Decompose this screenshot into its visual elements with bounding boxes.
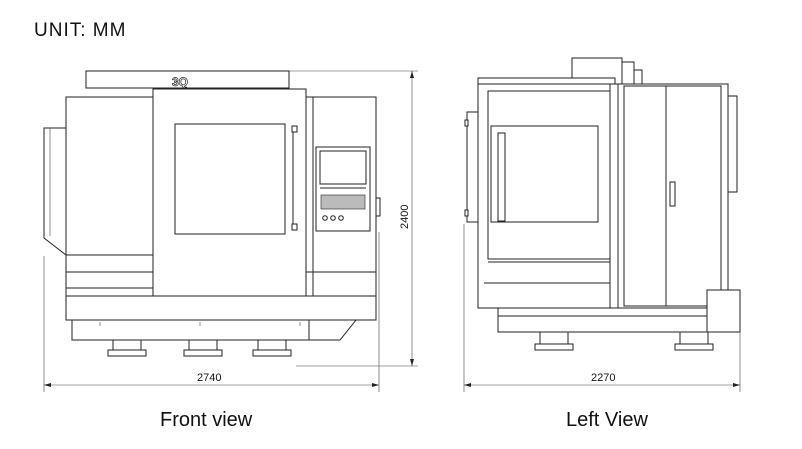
front-base bbox=[71, 319, 310, 341]
front-view-machine bbox=[43, 70, 381, 357]
control-keypad bbox=[320, 194, 366, 210]
front-top-hood bbox=[85, 70, 290, 89]
front-left-cover bbox=[43, 127, 67, 256]
left-dimension-lines bbox=[463, 224, 741, 392]
brand-logo: 3Q bbox=[172, 75, 188, 89]
left-view-caption: Left View bbox=[566, 409, 648, 431]
unit-label: UNIT: MM bbox=[34, 20, 127, 41]
left-base bbox=[497, 307, 708, 333]
front-dimension-lines bbox=[43, 70, 418, 392]
left-view-machine bbox=[464, 57, 741, 351]
control-screen bbox=[319, 150, 367, 185]
left-width-dimension: 2270 bbox=[591, 372, 615, 384]
front-height-dimension: 2400 bbox=[399, 205, 411, 229]
cabinet-handle bbox=[669, 181, 676, 207]
front-door-window bbox=[174, 123, 286, 235]
front-view-caption: Front view bbox=[160, 409, 253, 431]
front-door bbox=[152, 88, 307, 297]
front-width-dimension: 2740 bbox=[197, 372, 221, 384]
